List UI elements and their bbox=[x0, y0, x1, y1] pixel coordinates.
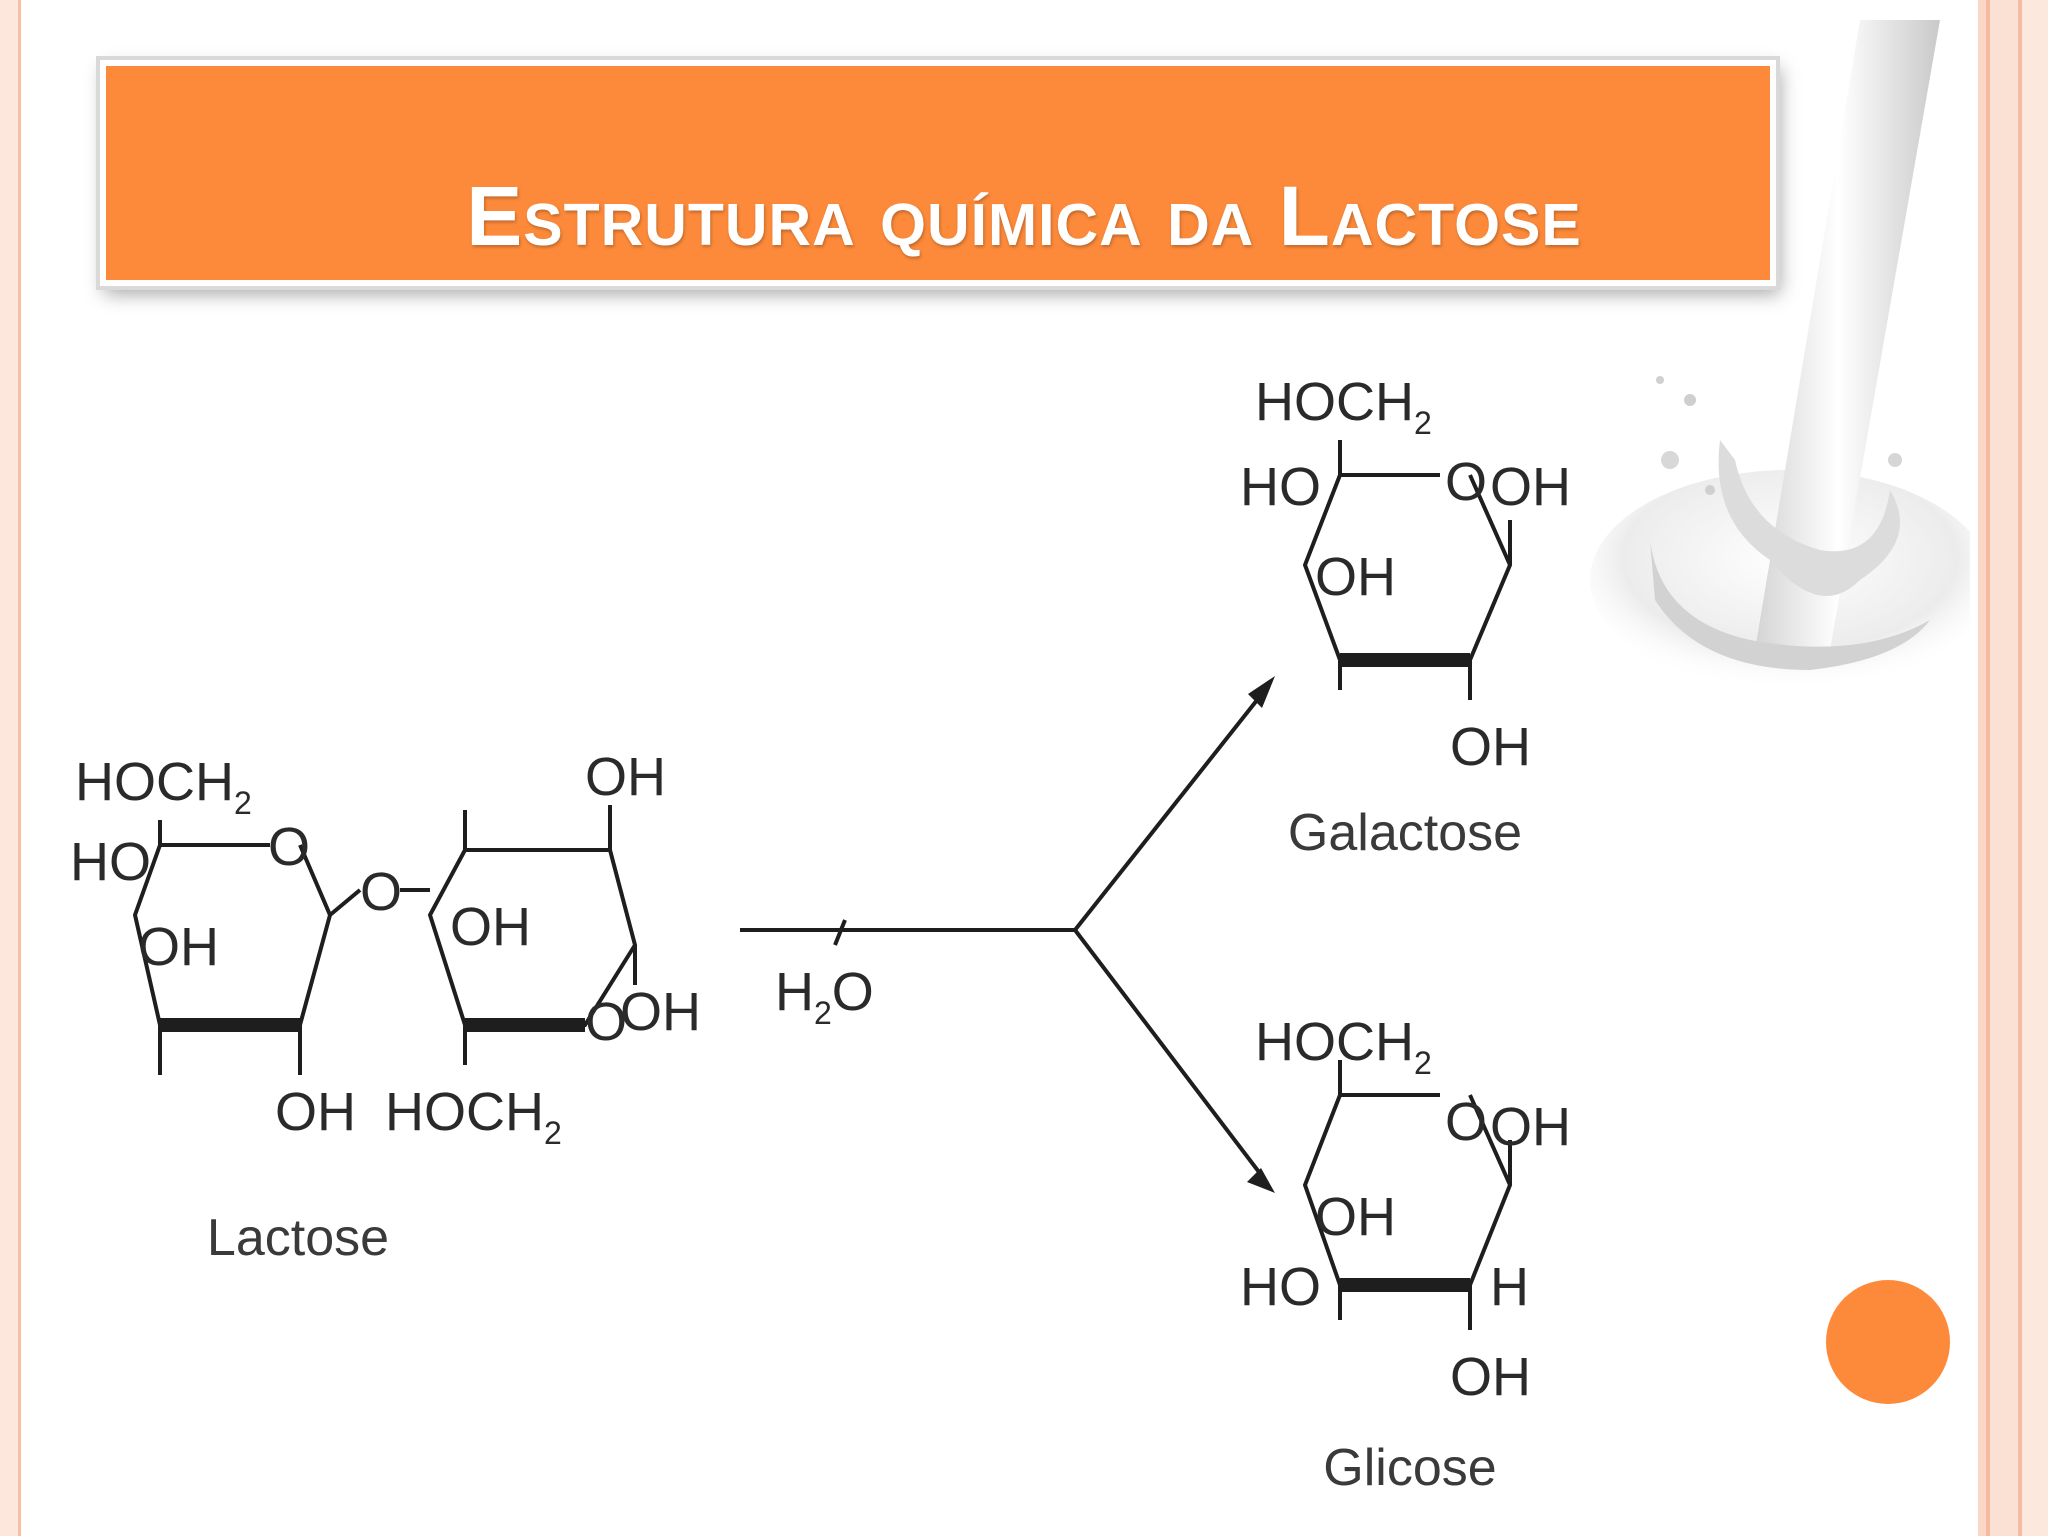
glucose-ho: HO bbox=[1240, 1257, 1321, 1317]
lactose-ho-left: HO bbox=[70, 832, 151, 892]
reagent-h2o: H2O bbox=[775, 962, 874, 1031]
title-banner bbox=[100, 60, 1776, 286]
galactose-oh-bottom: OH bbox=[1450, 717, 1531, 777]
lactose-name: Lactose bbox=[207, 1209, 389, 1267]
orange-circle-decoration bbox=[1826, 1280, 1950, 1404]
galactose-oh-anomeric: OH bbox=[1490, 457, 1571, 517]
slide-title: Estrutura química da Lactose bbox=[466, 169, 1582, 263]
glucose-oh-anomeric: OH bbox=[1490, 1097, 1571, 1157]
galactose-hoch2: HOCH2 bbox=[1255, 372, 1432, 441]
arrowhead-galactose bbox=[1248, 676, 1275, 708]
lactose-oh-ring2: OH bbox=[450, 897, 531, 957]
lactose-oh-top-right: OH bbox=[585, 747, 666, 807]
slide-frame-right bbox=[1978, 0, 2048, 1536]
lactose-oh-right: OH bbox=[620, 982, 701, 1042]
lactose-o-ring2: O bbox=[585, 992, 627, 1052]
lactose-hoch2-bottom: HOCH2 bbox=[385, 1082, 562, 1151]
galactose-ho: HO bbox=[1240, 457, 1321, 517]
arrow-to-galactose bbox=[1073, 688, 1267, 932]
lactose-oh-bottom: OH bbox=[275, 1082, 356, 1142]
arrowhead-glucose bbox=[1247, 1168, 1275, 1193]
galactose-oh-inner: OH bbox=[1315, 547, 1396, 607]
milk-splash-image bbox=[1590, 20, 1970, 690]
glucose-h: H bbox=[1490, 1257, 1529, 1317]
galactose-name: Galactose bbox=[1288, 804, 1522, 862]
glucose-o-ring: O bbox=[1445, 1092, 1487, 1152]
glucose-oh-inner: OH bbox=[1315, 1187, 1396, 1247]
galactose-o-ring: O bbox=[1445, 452, 1487, 512]
glucose-oh-bottom: OH bbox=[1450, 1347, 1531, 1407]
glucose-hoch2: HOCH2 bbox=[1255, 1012, 1432, 1081]
lactose-o-glycosidic: O bbox=[360, 862, 402, 922]
arrow-to-glucose bbox=[1073, 928, 1267, 1182]
lactose-hoch2-top: HOCH2 bbox=[75, 752, 252, 821]
glucose-name: Glicose bbox=[1323, 1439, 1496, 1497]
lactose-o-ring1: O bbox=[268, 817, 310, 877]
slide-frame-left bbox=[0, 0, 21, 1536]
lactose-oh-ring1: OH bbox=[138, 917, 219, 977]
